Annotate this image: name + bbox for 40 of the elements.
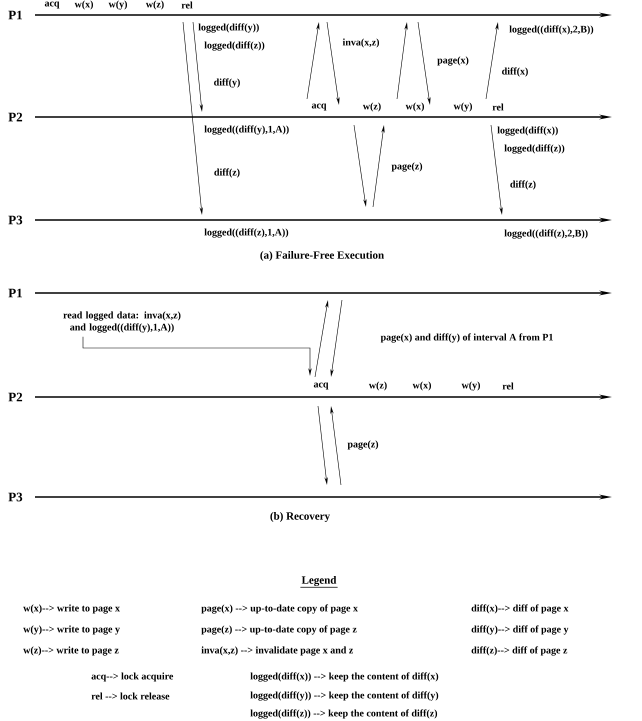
legend-entry: w(z)--> write to page z bbox=[23, 646, 119, 656]
legend-entry: logged(diff(y)) --> keep the content of diff(y) bbox=[250, 691, 438, 701]
log-note: logged(diff(z)) bbox=[204, 41, 264, 51]
edge-label: diff(x) bbox=[500, 66, 530, 78]
node-label: P1 bbox=[8, 10, 22, 20]
node-label: P1 bbox=[8, 288, 22, 298]
event-label: acq bbox=[314, 382, 328, 390]
legend-entry: page(z) --> up-to-date copy of page z bbox=[201, 625, 357, 635]
legend-entry: acq--> lock acquire bbox=[92, 672, 174, 682]
legend-entry: diff(y)--> diff of page y bbox=[472, 625, 568, 635]
annotation-text: read logged data: inva(x,z) and logged((diff(y),1,A)) bbox=[63, 311, 180, 333]
log-note: logged(diff(x)) bbox=[497, 126, 558, 136]
legend-entry: rel --> lock release bbox=[91, 692, 170, 700]
edge-label: diff(z) bbox=[212, 167, 242, 179]
edge-label: diff(z) bbox=[508, 179, 538, 191]
edge-label: diff(y) bbox=[212, 77, 242, 89]
legend-entry: logged(diff(z)) --> keep the content of diff(z) bbox=[250, 709, 438, 719]
edge-label: inva(x,z) bbox=[342, 37, 380, 49]
node-label: P3 bbox=[8, 216, 22, 224]
legend-entry: page(x) --> up-to-date copy of page x bbox=[201, 604, 358, 614]
caption: (a) Failure-Free Execution bbox=[260, 251, 384, 261]
log-note: logged(diff(z)) bbox=[504, 144, 564, 154]
edge-label: page(z) bbox=[346, 439, 380, 451]
edge-label: page(x) bbox=[436, 55, 470, 67]
event-label: acq bbox=[312, 104, 326, 110]
edge-label: page(z) bbox=[390, 161, 424, 173]
legend-entry: inva(x,z) --> invalidate page x and z bbox=[201, 646, 354, 656]
legend-entry: diff(x)--> diff of page x bbox=[472, 604, 568, 614]
legend-entry: w(x)--> write to page x bbox=[23, 604, 120, 614]
node-label: P2 bbox=[8, 392, 22, 402]
node-label: P2 bbox=[8, 112, 22, 122]
legend-title: Legend bbox=[300, 576, 338, 588]
legend-entry: diff(z)--> diff of page z bbox=[472, 646, 568, 656]
event-label: w(x) bbox=[406, 102, 424, 112]
legend-entry: w(y)--> write to page y bbox=[23, 625, 120, 635]
legend-entry: logged(diff(x)) --> keep the content of diff(x) bbox=[250, 672, 438, 682]
edge-label: page(x) and diff(y) of interval A from P1 bbox=[380, 332, 554, 344]
node-label: P3 bbox=[8, 492, 22, 502]
event-label: rel bbox=[492, 103, 504, 111]
log-note: logged(diff(y)) bbox=[198, 23, 259, 33]
